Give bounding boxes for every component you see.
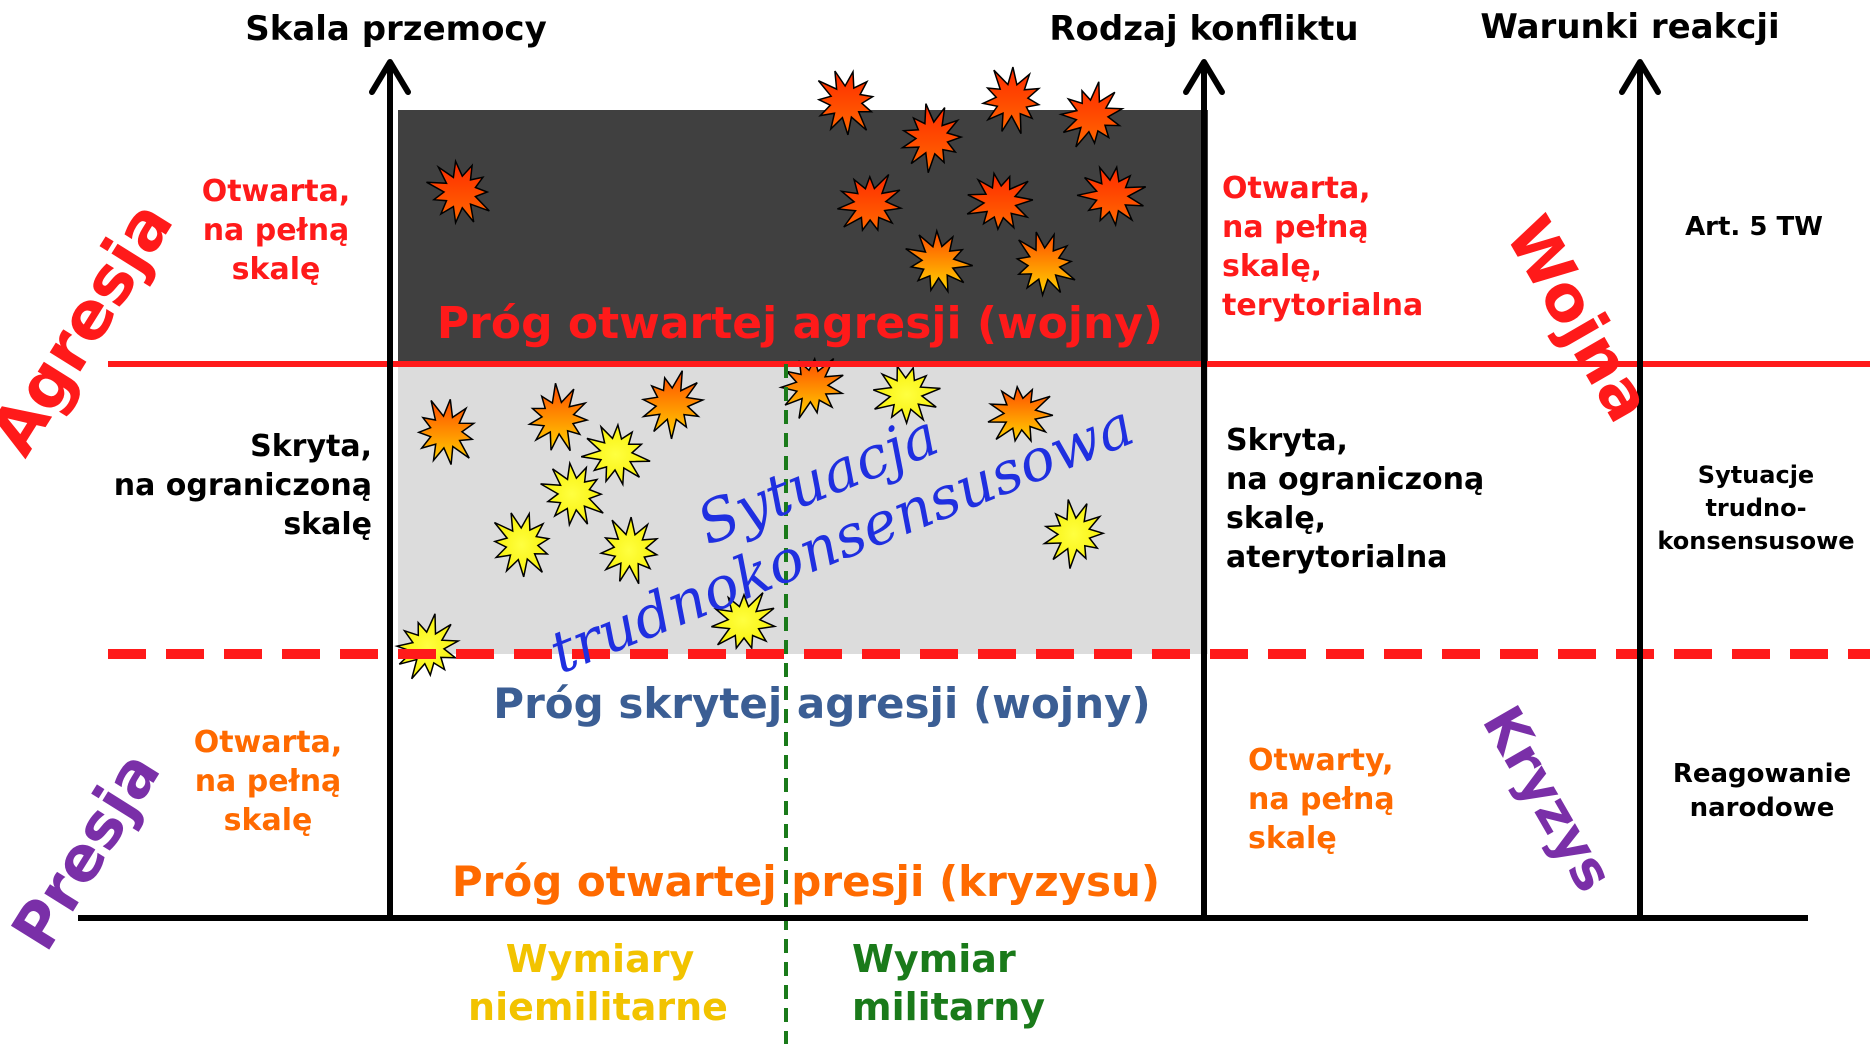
military-line-2: militarny	[852, 985, 1045, 1029]
explosion-icon-yellow	[711, 592, 778, 651]
explosion-icon-yellow	[873, 363, 941, 426]
left-covert-line-2: na ograniczoną	[114, 468, 372, 503]
conflict-open-crisis-line-3: skalę	[1248, 821, 1337, 856]
left-open-aggression-text: Otwarta, na pełną skalę	[202, 174, 351, 287]
explosion-icon-red	[899, 103, 964, 173]
violence-scale-title: Skala przemocy	[245, 9, 547, 49]
explosion-icon-orange	[1015, 231, 1076, 298]
military-line-1: Wymiar	[852, 937, 1016, 981]
conflict-open-war-line-1: Otwarta,	[1222, 171, 1371, 206]
explosion-icon-orange	[987, 384, 1054, 444]
crisis-side-label: Kryzys	[1470, 695, 1626, 902]
conflict-type-arrow-icon	[1183, 59, 1225, 95]
explosion-icon-orange	[640, 370, 706, 440]
left-open-pressure-text: Otwarta, na pełną skalę	[194, 725, 343, 838]
conflict-covert-war-line-4: aterytorialna	[1226, 540, 1447, 575]
open-pressure-threshold-label: Próg otwartej presji (kryzysu)	[452, 857, 1160, 906]
military-dimension-text: Wymiar militarny	[852, 937, 1045, 1029]
conflict-open-crisis-text: Otwarty, na pełną skalę	[1248, 743, 1395, 856]
explosion-icon-orange	[905, 228, 973, 294]
explosion-icon-red	[1058, 81, 1125, 148]
violence-scale-arrow-icon	[369, 59, 411, 95]
conflict-open-war-line-4: terytorialna	[1222, 288, 1423, 323]
explosion-icon-red	[1076, 164, 1147, 228]
explosion-icon-yellow	[394, 613, 461, 680]
explosions-group	[394, 66, 1147, 680]
conflict-covert-war-text: Skryta, na ograniczoną skalę, aterytoria…	[1226, 423, 1484, 575]
non-military-line-2: niemilitarne	[468, 985, 728, 1029]
left-open-aggression-line-2: na pełną	[203, 213, 350, 248]
left-covert-line-3: skalę	[283, 507, 372, 542]
reaction-national-line-2: narodowe	[1690, 793, 1835, 823]
explosion-icon-orange	[416, 399, 477, 465]
explosion-icon-red	[816, 69, 875, 136]
left-open-aggression-line-1: Otwarta,	[202, 174, 351, 209]
explosion-icon-yellow	[540, 460, 604, 528]
conflict-open-crisis-line-2: na pełną	[1248, 782, 1395, 817]
explosion-icon-red	[426, 158, 490, 226]
reaction-hard-consensus-text: Sytuacje trudno- konsensusowe	[1657, 461, 1854, 555]
conflict-covert-war-line-1: Skryta,	[1226, 423, 1348, 458]
explosion-icon-red	[980, 66, 1042, 135]
conflict-open-war-text: Otwarta, na pełną skalę, terytorialna	[1222, 171, 1423, 323]
left-open-pressure-line-1: Otwarta,	[194, 725, 343, 760]
left-covert-text: Skryta, na ograniczoną skalę	[114, 429, 372, 542]
open-aggression-zone	[398, 110, 1208, 364]
explosion-icon-red	[837, 173, 904, 233]
explosion-icon-yellow	[598, 516, 660, 585]
reaction-national-line-1: Reagowanie	[1673, 759, 1851, 789]
reaction-art5-text: Art. 5 TW	[1685, 212, 1823, 242]
explosion-icon-yellow	[580, 422, 651, 487]
explosion-icon-orange	[778, 356, 845, 419]
explosion-icon-yellow	[492, 511, 551, 578]
left-open-aggression-line-3: skalę	[232, 252, 321, 287]
non-military-line-1: Wymiary	[506, 937, 695, 981]
reaction-conditions-arrow-icon	[1619, 59, 1661, 95]
pressure-side-label: Presja	[0, 739, 174, 963]
conflict-type-title: Rodzaj konfliktu	[1049, 9, 1358, 49]
non-military-dimension-text: Wymiary niemilitarne	[468, 937, 728, 1029]
left-open-pressure-line-2: na pełną	[195, 764, 342, 799]
left-open-pressure-line-3: skalę	[224, 803, 313, 838]
reaction-hard-consensus-line-3: konsensusowe	[1657, 527, 1854, 555]
reaction-hard-consensus-line-2: trudno-	[1705, 494, 1806, 522]
conflict-open-war-line-3: skalę,	[1222, 249, 1322, 284]
reaction-national-text: Reagowanie narodowe	[1673, 759, 1851, 823]
explosion-icon-orange	[527, 382, 590, 452]
conflict-open-war-line-2: na pełną	[1222, 210, 1369, 245]
conflict-open-crisis-line-1: Otwarty,	[1248, 743, 1394, 778]
open-aggression-threshold-label: Próg otwartej agresji (wojny)	[437, 298, 1163, 349]
conflict-covert-war-line-2: na ograniczoną	[1226, 462, 1484, 497]
reaction-conditions-title: Warunki reakcji	[1480, 7, 1779, 47]
reaction-hard-consensus-line-1: Sytuacje	[1698, 461, 1814, 489]
explosion-icon-red	[966, 171, 1034, 232]
aggression-side-label: Agresja	[0, 188, 188, 468]
conflict-covert-war-line-3: skalę,	[1226, 501, 1326, 536]
left-covert-line-1: Skryta,	[250, 429, 372, 464]
explosion-icon-yellow	[1041, 499, 1106, 569]
covert-aggression-threshold-label: Próg skrytej agresji (wojny)	[493, 679, 1150, 728]
